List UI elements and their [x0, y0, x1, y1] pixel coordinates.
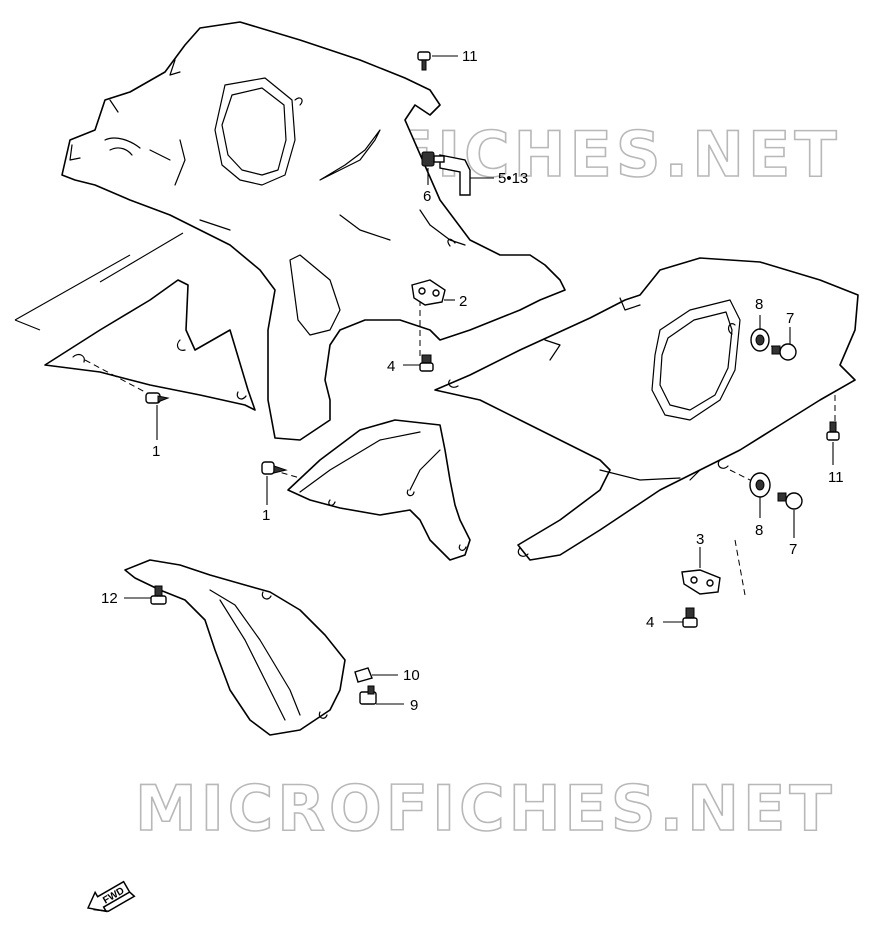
callout-7-top: 7: [786, 310, 794, 327]
grommet-8-top: [750, 328, 770, 352]
callout-11-top: 11: [462, 48, 478, 65]
fwd-indicator: FWD: [86, 880, 136, 913]
upper-left-cowling: [61, 21, 566, 441]
callout-3: 3: [696, 531, 704, 548]
callout-1-left: 1: [152, 443, 160, 460]
callout-4-top: 4: [387, 358, 395, 375]
screw-1-center: [261, 461, 288, 475]
bottom-left-panel: [124, 559, 346, 736]
watermark-bottom: MICROFICHES.NET: [135, 772, 836, 845]
callout-11-right: 11: [828, 469, 844, 486]
bolt-9: [359, 685, 377, 705]
fwd-arrow-icon: FWD: [86, 880, 136, 913]
bolt-7-top: [771, 343, 797, 361]
bracket-2: [411, 279, 446, 306]
left-inner-panel: [14, 232, 256, 411]
callout-6: 6: [423, 188, 431, 205]
callout-1-center: 1: [262, 507, 270, 524]
hardware: [145, 51, 840, 705]
screw-11-right: [826, 421, 840, 441]
clip-12: [150, 585, 167, 605]
callout-8-top: 8: [755, 296, 763, 313]
callout-5-13: 5•13: [498, 170, 528, 187]
callout-10: 10: [403, 667, 420, 684]
bolt-7-bottom: [777, 492, 803, 510]
callout-7-bottom: 7: [789, 541, 797, 558]
screw-11-top: [417, 51, 431, 71]
callout-9: 9: [410, 697, 418, 714]
callout-12: 12: [101, 590, 118, 607]
leader-lines: [124, 55, 834, 705]
center-lower-panel: [287, 419, 471, 561]
bolt-6: [421, 151, 445, 167]
callout-8-bottom: 8: [755, 522, 763, 539]
callout-2: 2: [459, 293, 467, 310]
grommet-8-bottom: [749, 472, 771, 498]
callout-labels: 11 5•13 6 2 4 1 1 8 7 11 8 7 3 4 12 10 9: [101, 48, 844, 714]
callout-4-bottom: 4: [646, 614, 654, 631]
washer-10: [354, 667, 373, 683]
bolt-4-top: [419, 354, 434, 372]
bracket-5-13: [439, 154, 471, 196]
screw-1-left: [145, 392, 170, 404]
bolt-4-bottom: [682, 607, 698, 628]
bracket-3: [681, 569, 721, 595]
